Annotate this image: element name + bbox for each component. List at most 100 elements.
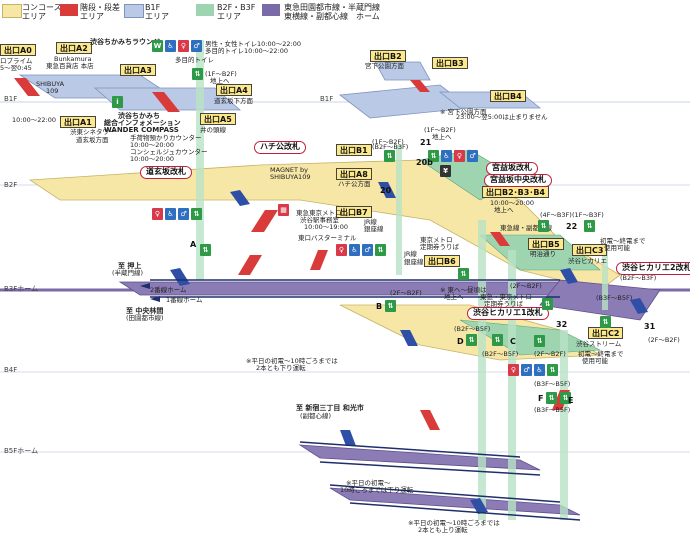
atm-icon: ¥: [440, 165, 451, 177]
elevator-1f-range: (1F～B3F): [572, 211, 604, 219]
floor-label-b5f: B5Fホーム: [4, 447, 39, 455]
legend-swatch-b2f-b3f: [196, 4, 214, 16]
b6-jr: JR線: [404, 250, 417, 258]
escalator-note-2: 地上へ: [444, 293, 464, 301]
gate-hachiko[interactable]: ハチ公改札: [254, 141, 306, 154]
exit-number-22: 22: [566, 222, 578, 231]
pass-office-1: 東急・東京メトロ: [480, 293, 532, 301]
floor-label-b4f: B4F: [4, 366, 18, 374]
b5f-platform: [298, 444, 541, 471]
a5-inokashira: 井の頭線: [200, 126, 226, 134]
exit-a0[interactable]: 出口A0: [0, 44, 36, 56]
elevator-a4-note: 地上へ: [210, 77, 230, 85]
exit-b6[interactable]: 出口B6: [424, 255, 460, 267]
wheelchair-icon: ♿: [534, 364, 545, 376]
info-luggage: 手荷物預かりカウンター: [130, 134, 202, 142]
a4-direction: 道玄坂下方面: [214, 97, 253, 105]
stairs: [14, 78, 570, 430]
b2b4-hours: 10:00～20:00: [490, 199, 534, 207]
weekday-note-1: ※平日の初電～10時ごろまでは: [246, 357, 338, 365]
wheelchair-icon: ♿: [165, 208, 176, 220]
elevator-b-range: (2F～B2F): [390, 289, 422, 297]
info-title-3: WANDER COMPASS: [104, 126, 179, 134]
elevator-letter-f: F: [538, 394, 544, 403]
to-shinjuku: 至 新宿三丁目 和光市: [296, 404, 364, 412]
exit-b3[interactable]: 出口B3: [432, 57, 468, 69]
exit-number-31: 31: [644, 322, 656, 331]
gate-dogenzaka[interactable]: 道玄坂改札: [140, 166, 192, 179]
tracks: [150, 279, 581, 521]
wheelchair-icon: ♿: [349, 244, 360, 256]
elevator-icon: ⇅: [385, 300, 396, 312]
exit-a8[interactable]: 出口A8: [336, 168, 372, 180]
floor-label-b3f: B3Fホーム: [4, 285, 39, 293]
a8-direction: ハチ公方面: [338, 180, 371, 188]
a2-bunkamura: Bunkamura: [54, 55, 92, 63]
elevator-c-range: (B2F～B5F): [482, 350, 519, 358]
elevator-icon: ⇅: [560, 392, 571, 404]
b6-ginza: 銀座線: [404, 258, 424, 266]
elevator-icon: ⇅: [200, 244, 211, 256]
elevator-e-range: (B3F～B5F): [534, 406, 571, 414]
toilet-hours-2: 多目的トイレ10:00～22:00: [205, 47, 288, 55]
exit-a2[interactable]: 出口A2: [56, 42, 92, 54]
exit-c2[interactable]: 出口C2: [588, 327, 624, 339]
elevator-letter-a: A: [190, 240, 197, 249]
platform-1: 1番線ホーム: [166, 296, 203, 304]
womens-toilet-icon: ♀: [178, 40, 189, 52]
elevator-mid-range: (2F～B2F): [510, 282, 542, 290]
b5-meiji: 明治通り: [530, 250, 556, 258]
b7-office-1: 東急東京メトロ: [296, 209, 342, 217]
elevator-20-range: (B2F～B3F): [372, 143, 409, 151]
exit-a3[interactable]: 出口A3: [120, 64, 156, 76]
elevator-32-range: (2F～B2F): [534, 350, 566, 358]
exit-c3[interactable]: 出口C3: [572, 244, 608, 256]
exit-b1[interactable]: 出口B1: [336, 144, 372, 156]
exit-b2[interactable]: 出口B2: [370, 50, 406, 62]
exit-b7[interactable]: 出口B7: [336, 206, 372, 218]
b2-direction: 宮下公園方面: [365, 62, 404, 70]
b7-office-hours: 10:00～19:00: [304, 223, 348, 231]
weekday-note-2: 2本とも下り運転: [256, 364, 306, 372]
info-concierge: コンシェルジュカウンター: [130, 148, 208, 156]
escalators: [170, 182, 648, 514]
metro-pass-2: 定期券うりば: [420, 243, 459, 251]
to-oshiage: 至 押上: [118, 262, 142, 270]
legend: コンコース エリア 階段・段差 エリア B1F エリア B2F・B3F エリア …: [0, 2, 690, 28]
legend-label-concourse: コンコース エリア: [22, 3, 62, 21]
exit-a5[interactable]: 出口A5: [200, 113, 236, 125]
gate-hikarie-1[interactable]: 渋谷ヒカリエ1改札: [467, 307, 549, 320]
c2-transfer-1: 初電～終電まで: [578, 350, 624, 358]
gate-hikarie-2[interactable]: 渋谷ヒカリエ2改札: [616, 262, 690, 275]
b1f-slab-b2: [374, 61, 431, 81]
elevator-letter-d: D: [457, 337, 464, 346]
b7-bus-terminal: 東口バスターミナル: [298, 234, 357, 242]
elevator-21-range: (1F～B2F): [424, 126, 456, 134]
elevator-icon: ⇅: [584, 220, 595, 232]
exit-b5[interactable]: 出口B5: [528, 238, 564, 250]
weekday-note-3: ※平日の初電～: [346, 479, 391, 487]
gate-miyamasuzaka-center[interactable]: 宮益坂中央改札: [484, 174, 552, 187]
toilet-icon: W: [152, 40, 163, 52]
elevator-icon: ⇅: [546, 392, 557, 404]
elevator-icon: ⇅: [542, 298, 553, 310]
c3-hikarie: 渋谷ヒカリエ: [568, 257, 607, 265]
a1-cinema: 渋東シネタワー: [70, 128, 116, 136]
legend-label-platform: 東急田園都市線・半蔵門線 東横線・副都心線 ホーム: [284, 3, 380, 21]
escalator-note-1: ※ 東へ～昼頃は: [440, 286, 487, 294]
weekday-note-5: ※平日の初電～10時ごろまでは: [408, 519, 500, 527]
mens-toilet-icon: ♂: [178, 208, 189, 220]
platform-2: 2番線ホーム: [150, 286, 187, 294]
exit-b4[interactable]: 出口B4: [490, 90, 526, 102]
exit-b2-b3-b4[interactable]: 出口B2･B3･B4: [482, 186, 549, 198]
b2b4-to-ground: 地上へ: [494, 206, 514, 214]
elevator-icon: ⇅: [192, 68, 203, 80]
legend-swatch-concourse: [2, 4, 22, 18]
exit-a4[interactable]: 出口A4: [216, 84, 252, 96]
info-title-1: 渋谷ちかみち: [118, 112, 160, 120]
legend-label-stairs: 階段・段差 エリア: [80, 3, 120, 21]
wheelchair-icon: ♿: [165, 40, 176, 52]
exit-a1[interactable]: 出口A1: [60, 116, 96, 128]
